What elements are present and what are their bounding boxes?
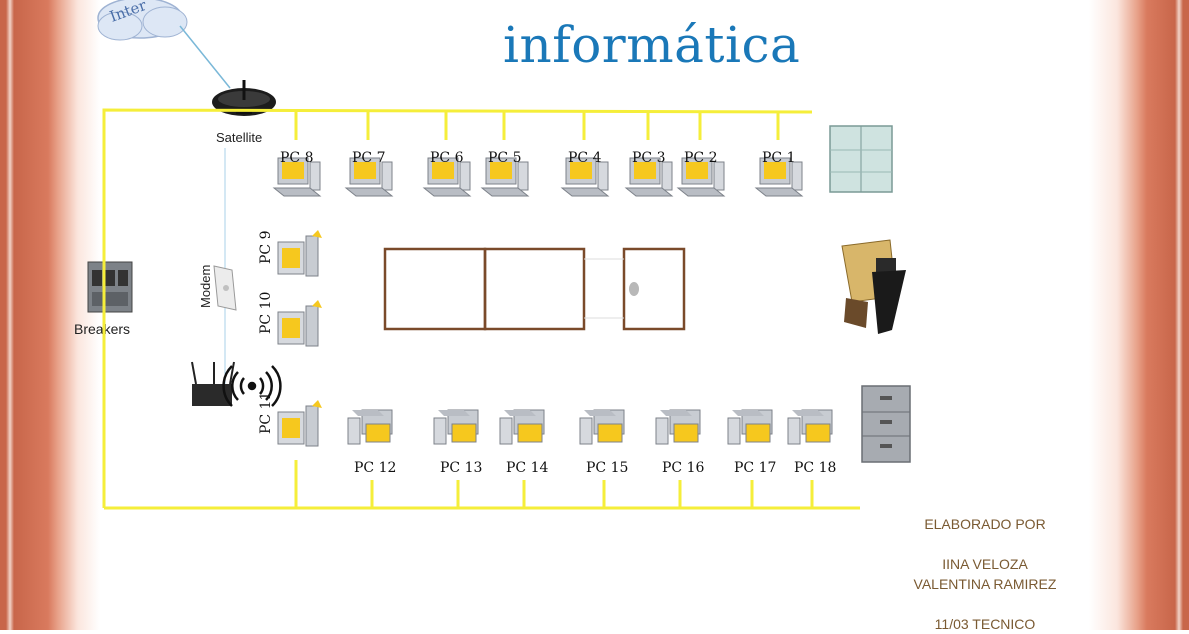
wireless-router-icon	[191, 361, 235, 406]
credits-name: IINA VELOZA	[942, 556, 1028, 572]
page-title: informática	[503, 16, 801, 74]
desk-chair-icon	[841, 239, 906, 334]
pc-label: PC 7	[352, 150, 386, 166]
network-cabling	[102, 108, 860, 510]
pc-label: PC 13	[440, 460, 482, 476]
pc-label: PC 9	[258, 231, 274, 265]
pc-icon[interactable]	[499, 409, 545, 445]
credits-block: ELABORADO POR IINA VELOZA VALENTINA RAMI…	[880, 514, 1090, 634]
internet-cloud-icon	[97, 0, 188, 41]
pc-icon[interactable]	[787, 409, 833, 445]
glass-cabinet-icon	[829, 125, 893, 193]
pc-label: PC 2	[684, 150, 718, 166]
work-tables	[383, 247, 686, 331]
door-knob-icon	[629, 282, 639, 296]
credits-heading: ELABORADO POR	[924, 516, 1046, 532]
pc-icon[interactable]	[433, 409, 479, 445]
pc-label: PC 18	[794, 460, 836, 476]
satellite-label: Satellite	[216, 130, 262, 145]
modem-label: Modem	[198, 265, 213, 308]
pc-icon[interactable]	[277, 399, 323, 447]
credits-name: VALENTINA RAMIREZ	[913, 576, 1057, 592]
pc-label: PC 6	[430, 150, 464, 166]
pc-icon[interactable]	[579, 409, 625, 445]
wifi-signal-icon	[222, 365, 282, 407]
pc-label: PC 1	[762, 150, 796, 166]
breakers-icon	[87, 261, 133, 313]
pc-icon[interactable]	[277, 229, 323, 277]
pc-label: PC 5	[488, 150, 522, 166]
pc-icon[interactable]	[347, 409, 393, 445]
right-decorative-frame	[1089, 0, 1189, 630]
cloud-link	[179, 25, 231, 89]
pc-icon[interactable]	[655, 409, 701, 445]
filing-cabinet-icon	[861, 385, 911, 463]
pc-icon[interactable]	[277, 299, 323, 347]
pc-label: PC 4	[568, 150, 602, 166]
pc-icon[interactable]	[727, 409, 773, 445]
pc-label: PC 3	[632, 150, 666, 166]
pc-label: PC 12	[354, 460, 396, 476]
pc-label: PC 16	[662, 460, 704, 476]
modem-icon	[213, 265, 237, 311]
credits-group: 11/03 TECNICO	[934, 616, 1036, 632]
pc-label: PC 8	[280, 150, 314, 166]
left-decorative-frame	[0, 0, 100, 630]
pc-label: PC 10	[258, 292, 274, 334]
breakers-label: Breakers	[74, 321, 130, 337]
pc-label: PC 17	[734, 460, 776, 476]
pc-label: PC 15	[586, 460, 628, 476]
pc-label: PC 11	[258, 392, 274, 434]
pc-label: PC 14	[506, 460, 548, 476]
